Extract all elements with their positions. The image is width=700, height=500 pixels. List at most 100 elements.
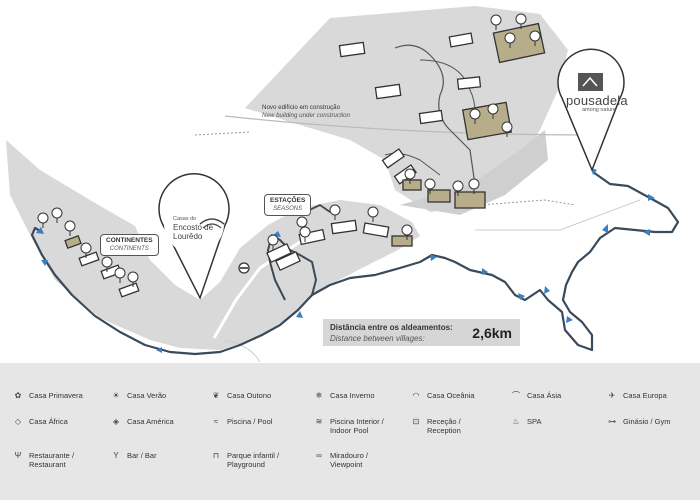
legend-item: Y Bar / Bar	[110, 451, 157, 460]
legend-item: ≋Piscina Interior /Indoor Pool	[313, 417, 384, 435]
legend-item: Ψ Restaurante /Restaurant	[12, 451, 74, 469]
resort-map: Novo edifício em construção New building…	[6, 6, 680, 363]
viewpoint-icon: ∞	[316, 451, 322, 460]
distance-box: Distância entre os aldeamentos: Distance…	[323, 319, 520, 346]
legend-label: Receção /	[427, 417, 461, 426]
legend-item: ❄ Casa Inverno	[313, 391, 375, 400]
seasons-label-pt: ESTAÇÕES	[270, 197, 306, 204]
legend-label: Casa Outono	[227, 391, 272, 400]
map-pin-icon	[299, 226, 311, 242]
legend-item: ⌒ Casa Ásia	[510, 391, 561, 400]
spa-icon: ♨	[512, 417, 520, 426]
legend-label: Casa Inverno	[330, 391, 375, 400]
map-pin-icon	[490, 14, 502, 30]
playground-icon: ⊓	[212, 451, 220, 460]
map-pin-icon	[37, 212, 49, 228]
estate-small-label: Casas do	[173, 216, 197, 222]
legend-item: ⊶ Ginásio / Gym	[606, 417, 671, 426]
legend-label: Ginásio / Gym	[623, 417, 671, 426]
map-pin-icon	[529, 30, 541, 46]
map-pin-icon	[267, 234, 279, 250]
legend-item: ≈ Piscina / Pool	[210, 417, 273, 426]
map-pin-icon	[424, 178, 436, 194]
map-pin-icon	[64, 220, 76, 236]
map-pin-icon	[469, 108, 481, 124]
gym-icon: ⊶	[608, 417, 616, 426]
legend-label: Miradouro /	[330, 451, 368, 460]
map-pin-icon	[452, 180, 464, 196]
asia-icon: ⌒	[512, 391, 520, 400]
legend-item: ◈ Casa América	[110, 417, 174, 426]
snowflake-icon: ❄	[315, 391, 323, 400]
map-pin-icon	[504, 32, 516, 48]
main-road	[30, 171, 680, 356]
continents-label-pt: CONTINENTES	[106, 237, 153, 244]
distance-label-pt: Distância entre os aldeamentos:	[330, 323, 453, 332]
legend-label: Parque infantil /	[227, 451, 280, 460]
flower-icon: ✿	[14, 391, 22, 400]
legend-label: Restaurante /	[29, 451, 75, 460]
restaurant-icon: Ψ	[14, 451, 22, 460]
legend-item: ♨ SPA	[510, 417, 541, 426]
map-pin-icon	[127, 271, 139, 287]
pousadela-logo-icon	[578, 73, 603, 91]
map-pin-icon	[80, 242, 92, 258]
legend-item: ⊓ Parque infantil /Playground	[210, 451, 279, 469]
pool-icon: ≈	[213, 417, 219, 426]
map-pin-icon	[114, 267, 126, 283]
map-pin-icon	[404, 168, 416, 184]
europe-icon: ✈	[608, 391, 616, 400]
estate-logo-icon	[199, 218, 225, 225]
map-pin-icon	[515, 13, 527, 29]
legend-label: Piscina Interior /	[330, 417, 384, 426]
legend-label-2: Reception	[427, 426, 461, 435]
continents-label: CONTINENTES CONTINENTS	[100, 234, 159, 256]
construction-note-pt: Novo edifício em construção	[262, 104, 341, 111]
legend-label: Casa Ásia	[527, 391, 562, 400]
america-icon: ◈	[112, 417, 120, 426]
legend-label: Bar / Bar	[127, 451, 157, 460]
legend-label-2: Indoor Pool	[330, 426, 369, 435]
legend-label-2: Viewpoint	[330, 460, 363, 469]
africa-icon: ◇	[14, 417, 22, 426]
brand-name: pousadela	[566, 93, 628, 108]
distance-value: 2,6km	[472, 325, 512, 341]
map-pin-icon	[487, 103, 499, 119]
oceania-icon: ◠	[412, 391, 420, 400]
map-pin-icon	[329, 204, 341, 220]
bar-icon: Y	[113, 451, 119, 460]
left-village-area	[6, 140, 420, 350]
seasons-label: ESTAÇÕES SEASONS	[264, 194, 312, 216]
map-legend: ✿ Casa Primavera ☀ Casa Verão ❦ Casa Outono…	[0, 363, 700, 500]
map-pin-icon	[367, 206, 379, 222]
legend-label: Casa Verão	[127, 391, 167, 400]
legend-label-2: Restaurant	[29, 460, 66, 469]
legend-label: Casa Europa	[623, 391, 667, 400]
construction-note: Novo edifício em construção New building…	[262, 104, 350, 120]
legend-item: ✿ Casa Primavera	[12, 391, 83, 400]
continents-label-en: CONTINENTS	[109, 246, 149, 252]
reception-icon: ⊡	[412, 417, 420, 426]
legend-label: Piscina / Pool	[227, 417, 273, 426]
legend-item: ⊡ Receção /Reception	[410, 417, 461, 435]
legend-label: SPA	[527, 417, 542, 426]
legend-label-2: Playground	[227, 460, 265, 469]
legend-label: Casa América	[127, 417, 174, 426]
seasons-label-en: SEASONS	[273, 206, 303, 212]
estate-title-1: Encosto de	[173, 223, 214, 232]
top-village-area	[245, 6, 568, 212]
brand-tagline: among nature	[582, 107, 616, 113]
construction-note-en: New building under construction	[262, 112, 351, 119]
legend-label: Casa Primavera	[29, 391, 83, 400]
sun-icon: ☀	[112, 391, 120, 400]
map-pin-icon	[501, 121, 513, 137]
map-pin-icon	[401, 224, 413, 240]
map-pin-icon	[468, 178, 480, 194]
estate-title-2: Lourêdo	[173, 232, 203, 241]
legend-item: ☀ Casa Verão	[110, 391, 166, 400]
legend-label: Casa Oceânia	[427, 391, 475, 400]
legend-item: ✈ Casa Europa	[606, 391, 667, 400]
legend-item: ∞ Miradouro /Viewpoint	[313, 451, 368, 469]
map-pin-icon	[101, 256, 113, 272]
leaf-icon: ❦	[212, 391, 220, 400]
